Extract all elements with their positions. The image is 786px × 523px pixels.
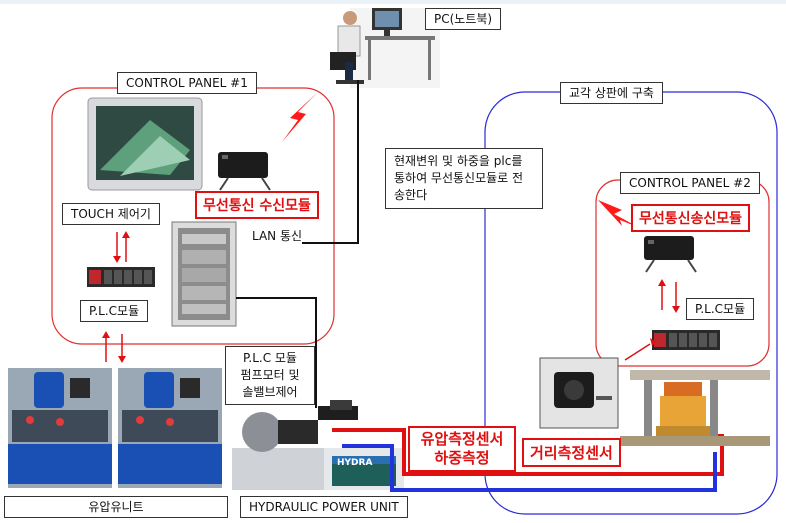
wireless-signal-icon bbox=[282, 92, 318, 142]
pressure-sensor-line-1: 유압측정센서 bbox=[420, 430, 504, 448]
plc-module-2-image bbox=[652, 330, 720, 350]
plc-control-line-1: P.L.C 모듈 bbox=[243, 351, 297, 365]
distance-sensor-image bbox=[539, 357, 619, 429]
pressure-sensor-line-2: 하중측정 bbox=[434, 449, 490, 467]
hydraulic-jack-image bbox=[620, 370, 770, 446]
hydraulic-unit-label: 유압유니트 bbox=[4, 496, 228, 518]
plc-hydraulic-arrows bbox=[102, 331, 126, 363]
pc-workstation-image bbox=[330, 8, 440, 88]
pc-label: PC(노트북) bbox=[425, 8, 502, 30]
transmitter-label: 무선통신송신모듈 bbox=[631, 204, 751, 232]
control-panel-2-label: CONTROL PANEL #2 bbox=[620, 172, 760, 194]
touch-screen-image bbox=[87, 97, 203, 191]
lan-cable bbox=[276, 80, 359, 244]
control-cable bbox=[236, 297, 317, 408]
hpu-label: HYDRAULIC POWER UNIT bbox=[240, 496, 408, 518]
touch-plc-arrows bbox=[113, 231, 130, 263]
hydraulic-unit-2-image bbox=[118, 368, 222, 488]
plc2-label: P.L.C모듈 bbox=[686, 298, 755, 320]
hpu-brand-text: HYDRA bbox=[337, 458, 373, 468]
touch-label: TOUCH 제어기 bbox=[62, 203, 160, 225]
hydraulic-power-unit-image bbox=[232, 400, 404, 490]
receiver-label: 무선통신 수신모듈 bbox=[195, 191, 319, 219]
distance-sensor-label: 거리측정센서 bbox=[522, 438, 621, 467]
control-cabinet-image bbox=[171, 221, 237, 327]
lan-label: LAN 통신 bbox=[252, 227, 303, 244]
plc-module-1-image bbox=[87, 267, 155, 287]
plc1-label: P.L.C모듈 bbox=[80, 300, 149, 322]
hydraulic-line-blue bbox=[342, 444, 717, 492]
plc-control-label: P.L.C 모듈 펌프모터 및 솔밸브제어 bbox=[225, 346, 315, 405]
note-box: 현재변위 및 하중을 plc를 통하여 무선통신모듈로 전송한다 bbox=[385, 148, 543, 209]
site-label: 교각 상판에 구축 bbox=[560, 82, 663, 104]
receiver-device-image bbox=[218, 152, 271, 191]
plc-control-line-3: 솔밸브제어 bbox=[242, 385, 298, 399]
pressure-sensor-label: 유압측정센서 하중측정 bbox=[408, 426, 516, 472]
wireless-signal-icon-2 bbox=[598, 200, 640, 228]
control-panel-1-label: CONTROL PANEL #1 bbox=[117, 72, 257, 94]
top-band bbox=[0, 0, 786, 4]
transmitter-device-image bbox=[644, 236, 697, 273]
hydraulic-unit-1-image bbox=[8, 368, 112, 488]
transmitter-plc-arrows bbox=[658, 279, 680, 313]
plc-control-line-2: 펌프모터 및 bbox=[240, 368, 300, 382]
sensor-plc-arrow bbox=[624, 338, 656, 361]
